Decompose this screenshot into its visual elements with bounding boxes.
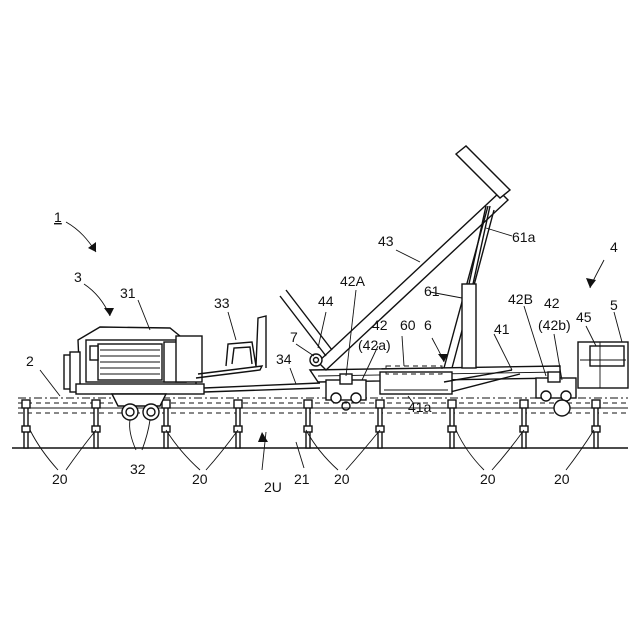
label-21: 21: [294, 471, 310, 487]
label-42-left: 42: [372, 317, 388, 333]
label-7: 7: [290, 329, 298, 345]
label-34: 34: [276, 351, 292, 367]
label-3: 3: [74, 269, 82, 285]
label-2U: 2U: [264, 479, 282, 495]
label-61a: 61a: [512, 229, 536, 245]
label-20-1: 20: [52, 471, 68, 487]
label-33: 33: [214, 295, 230, 311]
label-42A: 42A: [340, 273, 366, 289]
label-31: 31: [120, 285, 136, 301]
trailer: [280, 146, 628, 416]
front-vehicle: [64, 316, 320, 420]
label-44: 44: [318, 293, 334, 309]
label-2: 2: [26, 353, 34, 369]
support-post: [162, 400, 170, 448]
support-post: [22, 400, 30, 448]
label-20-2: 20: [192, 471, 208, 487]
label-43: 43: [378, 233, 394, 249]
label-42a: (42a): [358, 337, 391, 353]
label-6: 6: [424, 317, 432, 333]
support-posts: [22, 400, 600, 448]
support-post: [376, 400, 384, 448]
label-4: 4: [610, 239, 618, 255]
support-post: [92, 400, 100, 448]
label-41a: 41a: [408, 399, 432, 415]
label-45: 45: [576, 309, 592, 325]
support-post: [234, 400, 242, 448]
label-42B: 42B: [508, 291, 533, 307]
label-20-4: 20: [480, 471, 496, 487]
rail-lines: [18, 398, 628, 413]
label-41: 41: [494, 321, 510, 337]
label-20-3: 20: [334, 471, 350, 487]
label-1: 1: [54, 209, 62, 225]
label-61: 61: [424, 283, 440, 299]
label-20-5: 20: [554, 471, 570, 487]
label-5: 5: [610, 297, 618, 313]
support-post: [304, 400, 312, 448]
label-42b: (42b): [538, 317, 571, 333]
label-32: 32: [130, 461, 146, 477]
label-42-right: 42: [544, 295, 560, 311]
support-post: [520, 400, 528, 448]
support-post: [592, 400, 600, 448]
label-60: 60: [400, 317, 416, 333]
support-post: [448, 400, 456, 448]
